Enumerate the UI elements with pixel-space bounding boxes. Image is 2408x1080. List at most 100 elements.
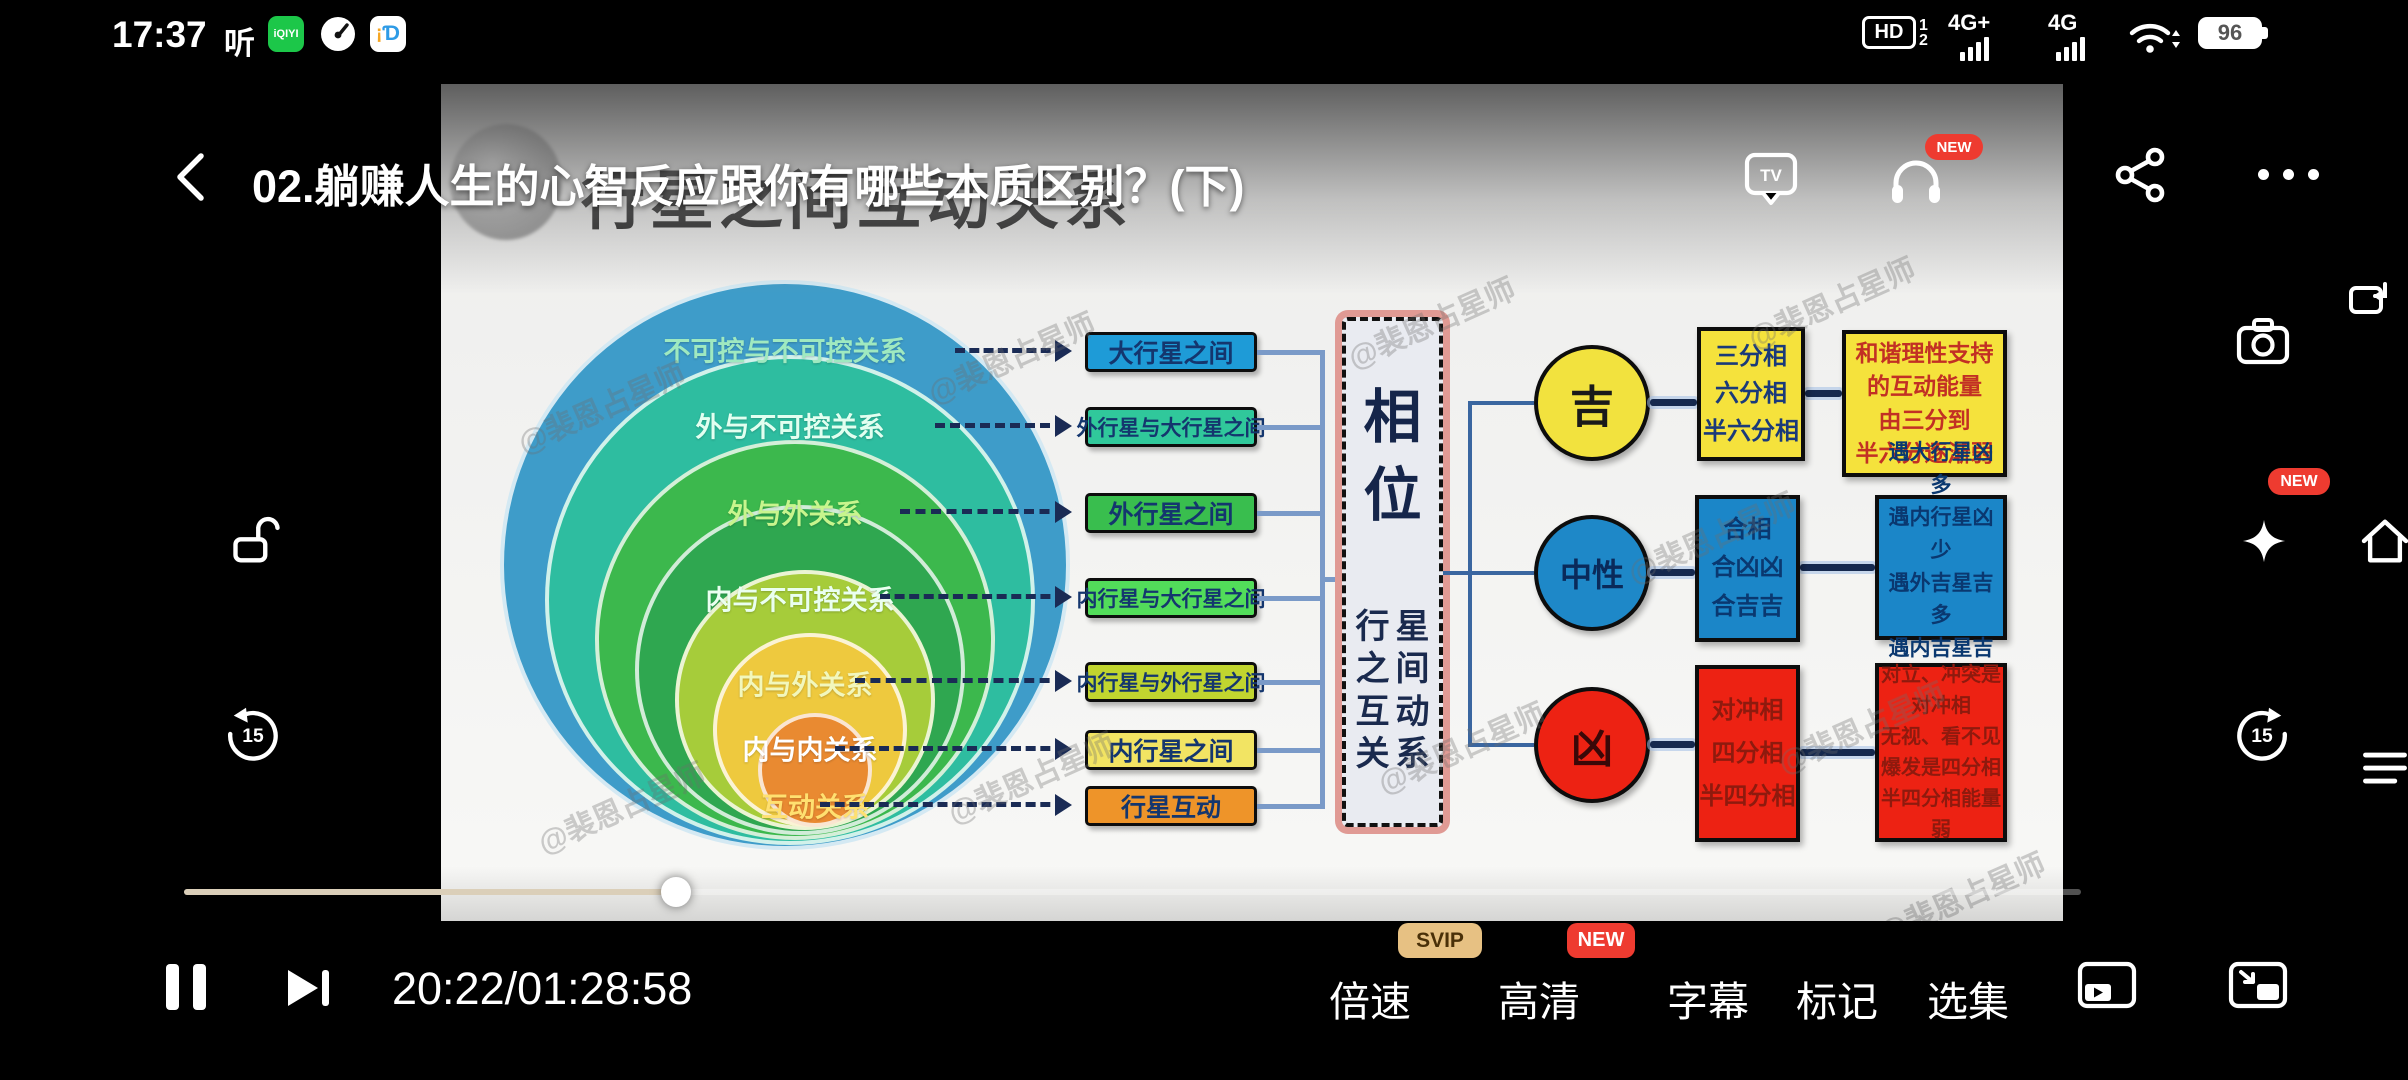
detail-line: 三分相 (1715, 343, 1787, 371)
relation-box: 内行星之间 (1085, 730, 1257, 770)
wifi-icon (2128, 20, 2180, 56)
rewind-15s-button[interactable]: 15 (225, 706, 281, 762)
dashed-arrow (835, 738, 1072, 760)
mark-button[interactable]: 标记 (1796, 979, 1878, 1025)
forward-15s-button[interactable]: 15 (2234, 706, 2290, 762)
detail-box-inauspicious-2: 对立、冲突是 对冲相 无视、看不见 爆发是四分相 半四分相能量弱 (1875, 663, 2007, 842)
connector (1320, 577, 1344, 582)
detail-line: 半四分相 (1699, 783, 1796, 811)
detail-line: 由三分到 (1878, 406, 1971, 433)
listen-mode-indicator: 听 (224, 26, 255, 61)
svip-badge: SVIP (1398, 923, 1482, 958)
aspect-subtitle-row: 行星 (1355, 608, 1436, 646)
aspect-title: 相位 (1363, 385, 1422, 528)
detail-line: 合凶凶 (1711, 554, 1784, 582)
speedometer-icon (320, 16, 356, 52)
detail-line: 对冲相 (1911, 694, 1971, 717)
screenshot-camera-button[interactable] (2234, 315, 2292, 367)
dashed-arrow (935, 415, 1072, 437)
connector (1443, 571, 1468, 575)
detail-box-inauspicious-1: 对冲相 四分相 半四分相 (1695, 665, 1800, 842)
detail-box-neutral-1: 合相 合凶凶 合吉吉 (1695, 495, 1800, 642)
detail-line: 半四分相能量弱 (1881, 787, 2001, 841)
back-button[interactable] (168, 148, 214, 206)
circle-auspicious: 吉 (1534, 345, 1650, 461)
aspect-subtitle-row: 互动 (1355, 693, 1436, 731)
ring-label: 不可控与不可控关系 (663, 336, 907, 367)
aspect-subtitle-row: 之间 (1355, 650, 1436, 688)
detail-line: 四分相 (1711, 739, 1784, 767)
connector (1650, 399, 1697, 406)
dashed-arrow (900, 501, 1072, 523)
signal-4g: 4G (2048, 10, 2088, 61)
pause-button[interactable] (166, 964, 206, 1010)
progress-played (184, 889, 676, 895)
star-new-badge: NEW (2268, 468, 2330, 495)
detail-line: 的互动能量 (1867, 373, 1982, 400)
pip-play-button[interactable] (2076, 958, 2138, 1012)
aspect-center-box: 相位 行星 之间 互动 关系 (1342, 317, 1443, 827)
ring-interaction (758, 713, 872, 827)
player-app-icon: ¡Ɗ (370, 16, 406, 52)
aspect-subtitle-row: 关系 (1355, 735, 1436, 773)
playlist-menu-button[interactable] (2359, 742, 2408, 794)
video-title: 02.躺赚人生的心智反应跟你有哪些本质区别？(下) (252, 161, 1245, 212)
episodes-button[interactable]: 选集 (1927, 979, 2009, 1025)
relation-box: 外行星与大行星之间 (1077, 407, 1266, 447)
audio-mode-button[interactable] (1884, 147, 1948, 209)
ring-label: 内与外关系 (737, 670, 873, 701)
audio-new-badge: NEW (1925, 134, 1983, 160)
relation-box: 大行星之间 (1085, 332, 1257, 372)
next-episode-button[interactable] (282, 966, 334, 1010)
relation-box: 行星互动 (1085, 786, 1257, 826)
share-button[interactable] (2112, 146, 2170, 204)
more-options-button[interactable] (2258, 169, 2319, 180)
detail-box-auspicious-1: 三分相 六分相 半六分相 (1697, 327, 1805, 461)
mini-window-icon[interactable] (2345, 278, 2393, 320)
connector (1650, 569, 1695, 576)
detail-line: 和谐理性支持 (1855, 339, 1994, 366)
connector (1257, 680, 1322, 685)
connector (1472, 743, 1534, 747)
speed-button[interactable]: 倍速 (1329, 979, 1411, 1025)
clock: 17:37 (112, 14, 207, 55)
dashed-arrow (880, 586, 1072, 608)
lock-button[interactable] (225, 513, 281, 569)
relation-box: 内行星与外行星之间 (1077, 662, 1266, 702)
circle-neutral: 中性 (1534, 515, 1650, 631)
connector (1472, 571, 1534, 575)
connector (1257, 804, 1322, 809)
ring-label: 外与外关系 (727, 499, 863, 530)
detail-box-auspicious-2: 和谐理性支持 的互动能量 由三分到 半六分逐渐弱 (1842, 330, 2007, 477)
sparkle-star-button[interactable] (2238, 515, 2290, 567)
progress-bar[interactable] (184, 877, 2081, 907)
progress-knob[interactable] (661, 877, 691, 907)
quality-new-badge: NEW (1567, 923, 1635, 958)
float-window-button[interactable] (2227, 958, 2289, 1012)
dashed-arrow (955, 340, 1072, 362)
connector (1257, 596, 1322, 601)
home-button[interactable] (2357, 513, 2408, 569)
detail-line: 半六分相 (1703, 417, 1799, 445)
ring-label: 外与不可控关系 (695, 412, 885, 443)
quality-button[interactable]: 高清 (1498, 979, 1580, 1025)
time-display: 20:22/01:28:58 (392, 963, 693, 1014)
tv-cast-button[interactable]: TV (1739, 147, 1803, 209)
connector (1805, 390, 1842, 397)
tv-icon-label: TV (1760, 166, 1782, 185)
connector (1800, 749, 1875, 756)
iqiyi-app-icon: iQIYI (268, 16, 304, 52)
detail-line: 遇大行星凶多 (1888, 441, 1994, 497)
detail-line: 半六分逐渐弱 (1855, 439, 1994, 466)
detail-line: 遇外吉星吉多 (1888, 571, 1994, 628)
circle-inauspicious: 凶 (1534, 687, 1650, 803)
connector (1257, 748, 1322, 753)
detail-line: 对立、冲突是 (1881, 663, 2001, 686)
connector (1257, 350, 1322, 355)
bottom-gradient-overlay (441, 866, 2063, 921)
subtitle-button[interactable]: 字幕 (1667, 979, 1749, 1025)
detail-line: 无视、看不见 (1881, 725, 2001, 748)
ring-label: 互动关系 (761, 792, 869, 823)
